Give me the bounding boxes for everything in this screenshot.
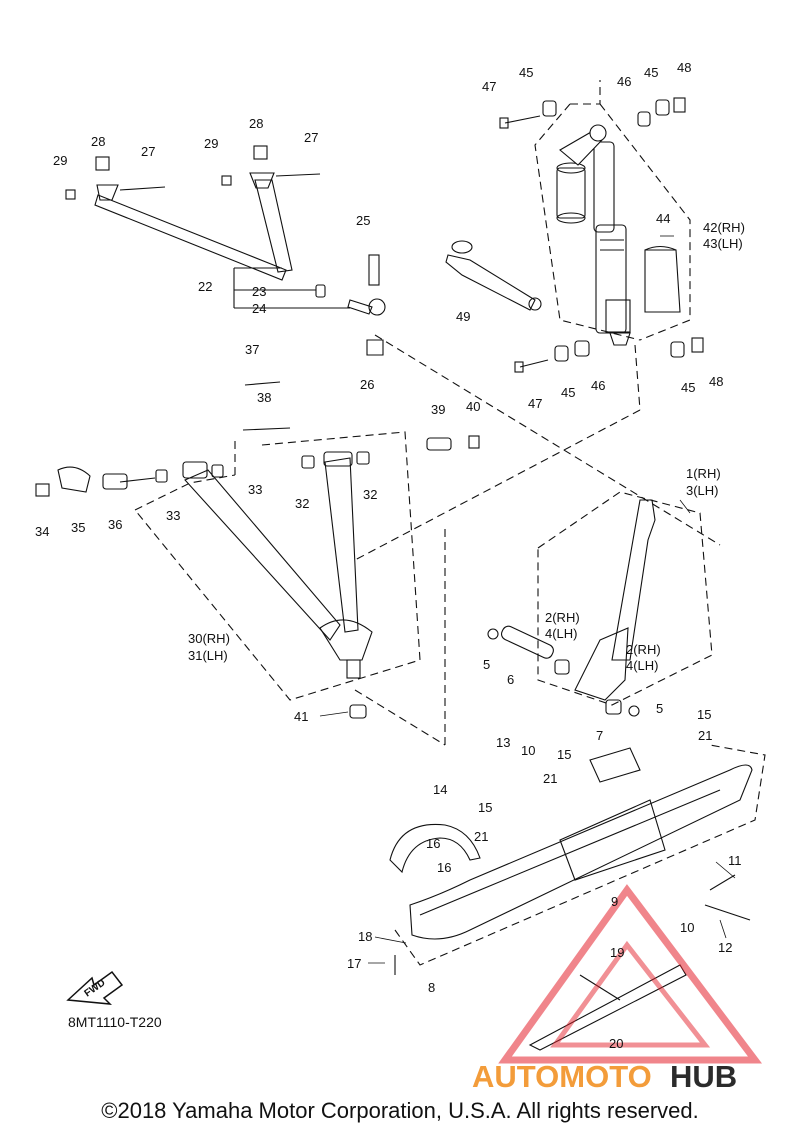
a-arm-dashed-outline: [134, 334, 721, 746]
callout-3: 3(LH): [686, 483, 719, 498]
copyright-notice: ©2018 Yamaha Motor Corporation, U.S.A. A…: [101, 1098, 699, 1123]
callout-14: 14: [433, 782, 447, 797]
callout-28a: 28: [91, 134, 105, 149]
callout-27a: 27: [141, 144, 155, 159]
callout-43: 43(LH): [703, 236, 743, 251]
callout-41: 41: [294, 709, 308, 724]
shock-sleeve-44: [644, 245, 681, 313]
callout-29b: 29: [204, 136, 218, 151]
callout-48a: 48: [677, 60, 691, 75]
callout-47a: 47: [482, 79, 496, 94]
shock-absorber: [556, 124, 631, 346]
callout-16a: 16: [426, 836, 440, 851]
callout-20: 20: [609, 1036, 623, 1051]
fwd-arrow-icon: FWD: [66, 970, 124, 1005]
callout-4b: 4(LH): [626, 658, 659, 673]
callout-48b: 48: [709, 374, 723, 389]
callout-9: 9: [611, 894, 618, 909]
callout-33a: 33: [166, 508, 180, 523]
leader-lines: [319, 235, 736, 964]
ski-dashed-outline: [394, 744, 766, 966]
callout-33b: 33: [248, 482, 262, 497]
upper-rod-assembly: [65, 145, 386, 356]
spindle: [487, 499, 656, 717]
callout-11: 11: [728, 853, 742, 868]
callout-49: 49: [456, 309, 470, 324]
callout-31: 31(LH): [188, 648, 228, 663]
callout-2b: 2(RH): [626, 642, 661, 657]
callout-15b: 15: [697, 707, 711, 722]
watermark-triangle-icon: [498, 884, 763, 1064]
callout-16b: 16: [437, 860, 451, 875]
callout-21a: 21: [543, 771, 557, 786]
callout-4a: 4(LH): [545, 626, 578, 641]
callout-23: 23: [252, 284, 266, 299]
callout-24: 24: [252, 301, 266, 316]
callout-32b: 32: [363, 487, 377, 502]
callout-29a: 29: [53, 153, 67, 168]
callout-12: 12: [718, 940, 732, 955]
callout-32a: 32: [295, 496, 309, 511]
callout-2a: 2(RH): [545, 610, 580, 625]
callout-21c: 21: [474, 829, 488, 844]
callout-39: 39: [431, 402, 445, 417]
callout-5b: 5: [656, 701, 663, 716]
callout-45d: 45: [681, 380, 695, 395]
callout-27b: 27: [304, 130, 318, 145]
watermark-logo: AUTOMOTO HUB: [472, 884, 763, 1094]
a-arm: [35, 381, 480, 719]
callout-21b: 21: [698, 728, 712, 743]
callout-22: 22: [198, 279, 212, 294]
callout-44: 44: [656, 211, 670, 226]
callout-13: 13: [496, 735, 510, 750]
watermark-text-hub: HUB: [670, 1059, 737, 1094]
callout-34: 34: [35, 524, 49, 539]
callout-26: 26: [360, 377, 374, 392]
callout-1: 1(RH): [686, 466, 721, 481]
callout-38: 38: [257, 390, 271, 405]
callout-8: 8: [428, 980, 435, 995]
callout-46b: 46: [591, 378, 605, 393]
callout-42: 42(RH): [703, 220, 745, 235]
shock-damper-49: [445, 240, 542, 311]
drawing-code: 8MT1110-T220: [68, 1014, 162, 1030]
callout-46a: 46: [617, 74, 631, 89]
callout-19: 19: [610, 945, 624, 960]
callout-10b: 10: [680, 920, 694, 935]
callout-28b: 28: [249, 116, 263, 131]
ski: [389, 747, 753, 1051]
callout-6: 6: [507, 672, 514, 687]
callout-45c: 45: [561, 385, 575, 400]
callout-7: 7: [596, 728, 603, 743]
callout-15c: 15: [478, 800, 492, 815]
shock-bolts-and-bushings: [499, 97, 704, 373]
callout-18: 18: [358, 929, 372, 944]
callout-15a: 15: [557, 747, 571, 762]
callout-37: 37: [245, 342, 259, 357]
callout-30: 30(RH): [188, 631, 230, 646]
callout-36: 36: [108, 517, 122, 532]
callout-45b: 45: [644, 65, 658, 80]
callout-47b: 47: [528, 396, 542, 411]
callout-35: 35: [71, 520, 85, 535]
callout-5a: 5: [483, 657, 490, 672]
callout-10a: 10: [521, 743, 535, 758]
callout-45a: 45: [519, 65, 533, 80]
callout-25: 25: [356, 213, 370, 228]
shock-dashed-outline: [354, 80, 691, 561]
spindle-dashed-outline: [537, 491, 713, 706]
watermark-text-auto: AUTOMOTO: [472, 1059, 652, 1094]
callout-17: 17: [347, 956, 361, 971]
callout-40: 40: [466, 399, 480, 414]
